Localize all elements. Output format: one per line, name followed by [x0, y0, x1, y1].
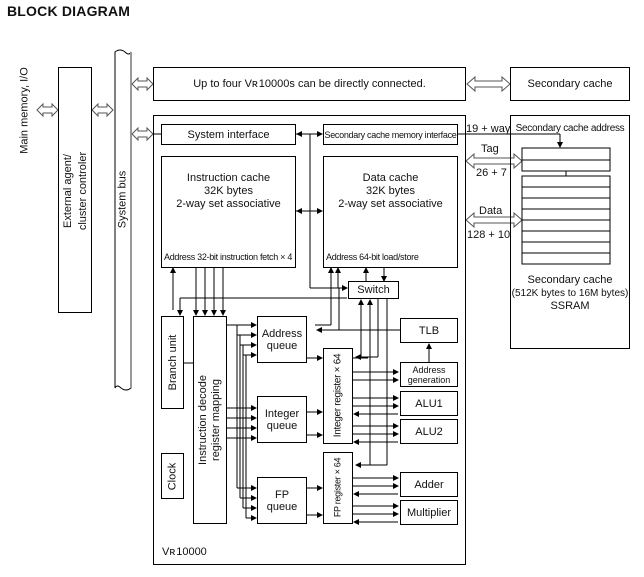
sc-address-label: Secondary cache address	[515, 123, 625, 134]
adder-box: Adder	[400, 472, 458, 497]
mem-ext-arrow	[36, 102, 59, 118]
address-queue-line1: Address	[261, 327, 303, 340]
fp-queue-line2: queue	[266, 500, 298, 513]
dcache-line1: Data cache	[362, 172, 419, 184]
fp-queue-box: FP queue	[257, 477, 307, 524]
multiplier-box: Multiplier	[400, 500, 458, 525]
icache-line3: 2-way set associative	[176, 198, 281, 210]
tag-label: Tag	[481, 143, 499, 155]
address-queue-line2: queue	[266, 339, 298, 352]
ssram-array	[521, 147, 611, 265]
dcache-line3: 2-way set associative	[338, 198, 443, 210]
clock-box: Clock	[161, 453, 184, 499]
data-label: Data	[479, 205, 503, 217]
sc-memory-interface-box: Secondary cache memory interface	[323, 124, 458, 145]
icache-footer: Address 32-bit instruction fetch × 4	[164, 252, 293, 262]
fp-queue-line1: FP	[274, 488, 290, 501]
integer-register-label: Integer register × 64	[332, 353, 344, 438]
alu2-box: ALU2	[400, 419, 458, 444]
external-agent-line1: External agent/	[62, 154, 74, 228]
tag-width-label: 26 + 7	[476, 167, 507, 179]
integer-register-box: Integer register × 64	[323, 348, 353, 444]
tlb-box: TLB	[400, 318, 458, 343]
data-cache-box: Data cache 32K bytes 2-way set associati…	[323, 156, 458, 268]
system-interface-box: System interface	[161, 124, 296, 145]
system-bus-label: System bus	[116, 170, 129, 229]
vr10000-chip	[153, 115, 466, 565]
instruction-cache-box: Instruction cache 32K bytes 2-way set as…	[161, 156, 296, 268]
ext-bus-arrow	[91, 102, 114, 118]
clock-label: Clock	[166, 462, 179, 491]
chip-name-label: Vʀ 10000	[162, 546, 207, 558]
ssram-line1: Secondary cache	[527, 274, 613, 286]
main-memory-label: Main memory, I/O	[18, 67, 31, 154]
integer-queue-line2: queue	[266, 419, 298, 432]
instruction-decode-box: Instruction decode register mapping	[193, 316, 227, 524]
decode-line1: Instruction decode	[197, 375, 209, 465]
address-generation-box: Address generation	[400, 362, 458, 387]
dcache-footer: Address 64-bit load/store	[326, 252, 419, 262]
addr-width-label: 19 + way	[466, 123, 511, 135]
multi-cpu-box: Up to four Vʀ 10000s can be directly con…	[153, 67, 466, 101]
secondary-cache-box: Secondary cache	[510, 67, 630, 101]
branch-unit-box: Branch unit	[161, 316, 184, 409]
integer-queue-line1: Integer	[264, 407, 300, 420]
ssram-line2: (512K bytes to 16M bytes)	[511, 288, 629, 299]
dcache-line2: 32K bytes	[366, 185, 415, 197]
branch-unit-label: Branch unit	[167, 334, 179, 391]
double-arrows	[36, 75, 523, 229]
ssram-line3: SSRAM	[550, 300, 590, 312]
bus-top-arrow	[131, 76, 154, 92]
fp-register-label: FP register × 64	[332, 457, 343, 518]
bus-chip-arrow	[131, 126, 154, 142]
icache-line1: Instruction cache	[186, 172, 271, 184]
fp-register-box: FP register × 64	[323, 452, 353, 524]
switch-box: Switch	[348, 281, 399, 299]
top-sc-arrow	[466, 75, 511, 93]
alu1-box: ALU1	[400, 391, 458, 416]
data-width-label: 128 + 10	[467, 229, 511, 241]
external-agent-line2: cluster controler	[77, 151, 89, 231]
integer-queue-box: Integer queue	[257, 396, 307, 443]
address-gen-line2: generation	[407, 374, 451, 385]
diagram-title: BLOCK DIAGRAM	[7, 3, 131, 19]
address-gen-line1: Address	[412, 364, 446, 375]
decode-line2: register mapping	[210, 379, 222, 461]
system-bus-shape	[114, 49, 132, 391]
address-queue-box: Address queue	[257, 316, 307, 363]
icache-line2: 32K bytes	[204, 185, 253, 197]
ssram-box	[510, 115, 630, 349]
external-agent-box: External agent/ cluster controler	[58, 67, 92, 313]
